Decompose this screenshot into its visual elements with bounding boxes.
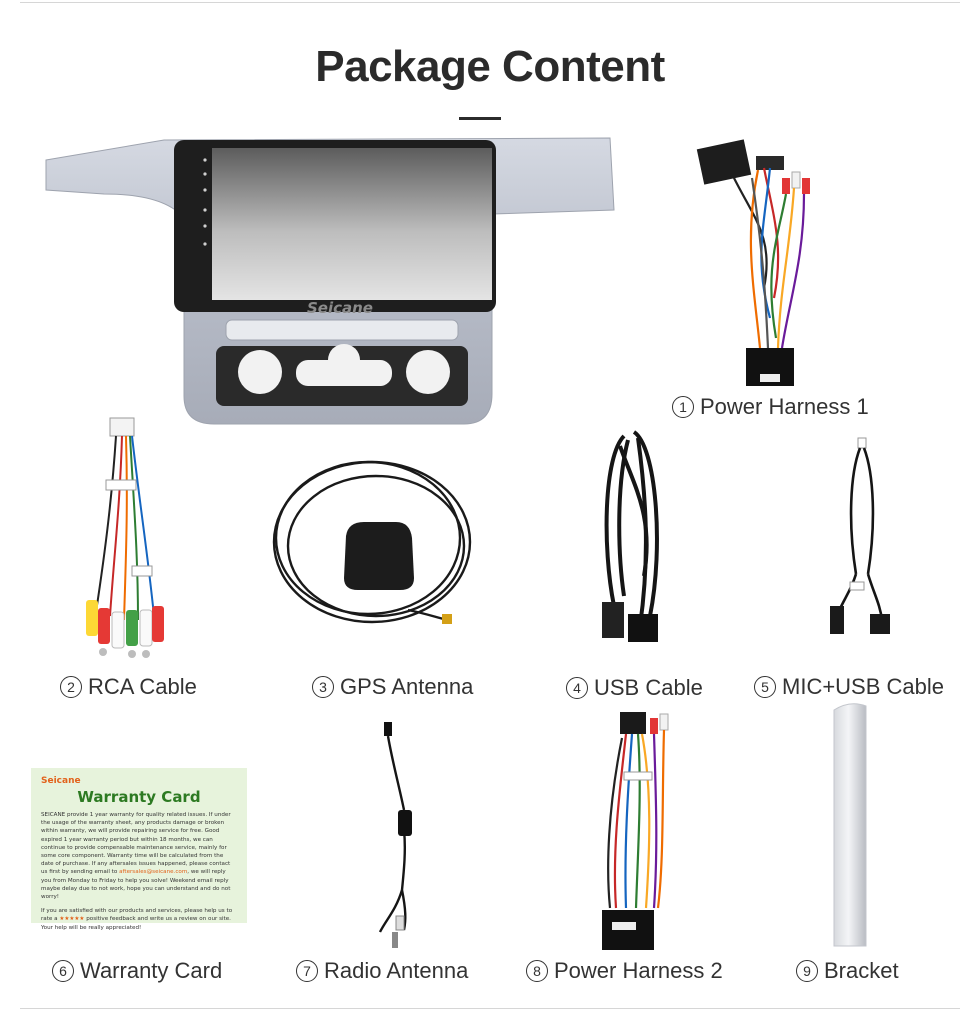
caption-1: 1 Power Harness 1 — [672, 394, 869, 420]
caption-label: Power Harness 1 — [700, 394, 869, 419]
head-unit-image: Seicane — [44, 134, 616, 430]
caption-5: 5 MIC+USB Cable — [754, 674, 944, 700]
warranty-brand: Seicane — [41, 776, 81, 786]
warranty-text-part: positive feedback and write us a review … — [41, 916, 231, 931]
warranty-email: aftersales@seicane.com — [119, 869, 188, 876]
caption-label: GPS Antenna — [340, 674, 474, 699]
caption-7: 7 Radio Antenna — [296, 958, 468, 984]
number-badge: 4 — [566, 677, 588, 699]
warranty-text-part: If you are satisfied with our products a… — [41, 908, 233, 923]
caption-label: RCA Cable — [88, 674, 197, 699]
caption-label: USB Cable — [594, 675, 703, 700]
warranty-text-part: SEICANE provide 1 year warranty for qual… — [41, 812, 231, 876]
caption-8: 8 Power Harness 2 — [526, 958, 723, 984]
number-badge: 8 — [526, 960, 548, 982]
number-badge: 1 — [672, 396, 694, 418]
caption-label: Power Harness 2 — [554, 958, 723, 983]
number-badge: 3 — [312, 676, 334, 698]
caption-label: Radio Antenna — [324, 958, 469, 983]
warranty-review-text: If you are satisfied with our products a… — [41, 907, 237, 932]
caption-2: 2 RCA Cable — [60, 674, 197, 700]
gps-antenna-image — [268, 442, 480, 632]
caption-3: 3 GPS Antenna — [312, 674, 473, 700]
caption-4: 4 USB Cable — [566, 675, 703, 701]
mic-usb-cable-image — [826, 434, 892, 636]
warranty-title: Warranty Card — [77, 788, 201, 806]
usb-cable-image — [594, 426, 676, 648]
title-underline — [459, 117, 501, 120]
number-badge: 9 — [796, 960, 818, 982]
rca-cable-image — [82, 416, 172, 662]
number-badge: 7 — [296, 960, 318, 982]
number-badge: 6 — [52, 960, 74, 982]
caption-9: 9 Bracket — [796, 958, 899, 984]
power-harness-2-image — [592, 708, 684, 954]
bottom-divider — [20, 1008, 960, 1009]
caption-label: MIC+USB Cable — [782, 674, 945, 699]
radio-antenna-image — [366, 720, 422, 952]
bracket-image — [830, 700, 870, 948]
page-title: Package Content — [315, 42, 665, 91]
warranty-text: SEICANE provide 1 year warranty for qual… — [41, 811, 237, 901]
brand-watermark: Seicane — [307, 299, 373, 317]
top-divider — [20, 2, 960, 3]
caption-label: Bracket — [824, 958, 899, 983]
star-rating-icon: ★★★★★ — [59, 916, 85, 923]
warranty-text-part: , we will reply you from Monday to Frida… — [41, 869, 231, 901]
number-badge: 2 — [60, 676, 82, 698]
power-harness-1-image — [694, 138, 834, 390]
number-badge: 5 — [754, 676, 776, 698]
caption-6: 6 Warranty Card — [52, 958, 222, 984]
warranty-card: Seicane Warranty Card SEICANE provide 1 … — [31, 768, 247, 931]
caption-label: Warranty Card — [80, 958, 223, 983]
